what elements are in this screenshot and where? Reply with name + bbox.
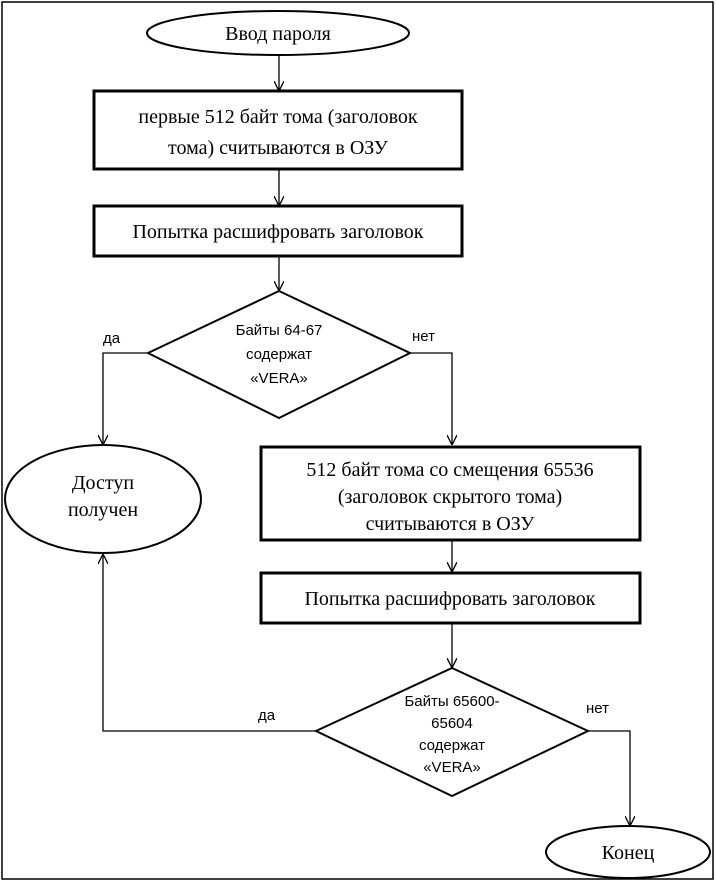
no-label-1: нет <box>412 328 435 345</box>
yes-label-2: да <box>258 707 276 724</box>
check-vera-line-1: Байты 64-67 <box>236 322 323 339</box>
decrypt-header-label: Попытка расшифровать заголовок <box>132 221 423 243</box>
no-label-2: нет <box>586 700 609 717</box>
arrow-check-yes-to-access <box>103 352 148 444</box>
decrypt-hidden-header-box: Попытка расшифровать заголовок <box>259 571 642 625</box>
arrow-hidden-no-to-end <box>588 730 630 825</box>
read-hidden-line-2: (заголовок скрытого тома) <box>338 486 562 508</box>
yes-label-1: да <box>103 330 121 347</box>
start-label: Ввод пароля <box>225 23 331 45</box>
check-hidden-vera-decision: Байты 65600- 65604 содержат «VERA» <box>313 666 591 798</box>
access-granted-node: Доступ получен <box>4 444 202 554</box>
decrypt-header-box: Попытка расшифровать заголовок <box>92 204 464 258</box>
check-vera-line-2: содержат <box>246 346 312 363</box>
check-hidden-vera-line-3: содержат <box>419 737 485 754</box>
check-hidden-vera-line-4: «VERA» <box>423 759 481 776</box>
decrypt-hidden-label: Попытка расшифровать заголовок <box>304 588 595 610</box>
read-header-line-1: первые 512 байт тома (заголовок <box>138 106 417 128</box>
arrow-hidden-yes-to-access <box>103 555 316 732</box>
read-hidden-line-3: считываются в ОЗУ <box>366 513 536 535</box>
read-header-box: первые 512 байт тома (заголовок тома) сч… <box>92 89 464 171</box>
end-label: Конец <box>602 842 655 864</box>
check-hidden-vera-line-1: Байты 65600- <box>404 693 499 710</box>
read-hidden-line-1: 512 байт тома со смещения 65536 <box>306 459 593 481</box>
read-header-line-2: тома) считываются в ОЗУ <box>168 137 389 159</box>
end-node: Конец <box>545 825 711 879</box>
arrow-check-no-to-read-hidden <box>410 352 452 444</box>
access-granted-line-1: Доступ <box>72 472 134 494</box>
check-vera-line-3: «VERA» <box>250 370 308 387</box>
connectors <box>103 55 630 825</box>
check-hidden-vera-line-2: 65604 <box>431 715 473 732</box>
access-granted-line-2: получен <box>68 499 138 521</box>
check-vera-decision: Байты 64-67 содержат «VERA» <box>145 289 413 420</box>
start-node: Ввод пароля <box>146 10 410 56</box>
read-hidden-header-box: 512 байт тома со смещения 65536 (заголов… <box>259 445 642 542</box>
